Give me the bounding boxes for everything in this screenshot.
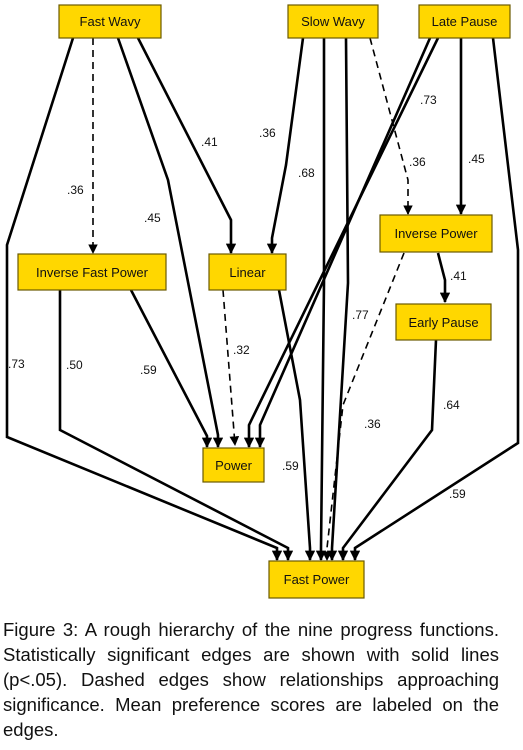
edges [5, 37, 520, 562]
edge-fast-wavy-to-fast-power [5, 37, 283, 562]
edge-label: .36 [409, 155, 426, 169]
node-early-pause: Early Pause [395, 303, 492, 341]
node-label: Fast Power [284, 572, 350, 587]
node-fast-wavy: Fast Wavy [58, 4, 162, 39]
edge-label: .64 [443, 398, 460, 412]
edge-late-pause-to-power-2 [254, 37, 432, 449]
node-label: Slow Wavy [301, 14, 365, 29]
edge-label: .45 [144, 211, 161, 225]
edge-late-pause-to-fast-power [349, 37, 520, 562]
edge-fast-wavy-to-linear [136, 37, 237, 255]
hierarchy-diagram: .73 .36 .45 .41 .36 .68 .77 .36 .73 .45 … [5, 4, 520, 599]
node-label: Inverse Power [394, 226, 478, 241]
node-inverse-fast-power: Inverse Fast Power [17, 253, 167, 291]
node-label: Linear [229, 265, 266, 280]
edge-label: .73 [420, 93, 437, 107]
edge-slow-wavy-to-linear [266, 37, 305, 255]
nodes: Fast Wavy Slow Wavy Late Pause Inverse P… [17, 4, 511, 599]
edge-slow-wavy-to-fast-power-77 [326, 37, 350, 562]
node-inverse-power: Inverse Power [379, 214, 493, 253]
edge-label: .36 [259, 126, 276, 140]
edge-early-pause-to-fast-power [337, 339, 438, 562]
edge-label: .59 [282, 459, 299, 473]
edge-inverse-fast-power-to-power [129, 289, 213, 449]
edge-label: .59 [140, 363, 157, 377]
edge-label: .32 [233, 343, 250, 357]
node-linear: Linear [208, 253, 287, 291]
edge-label: .36 [364, 417, 381, 431]
edge-labels: .73 .36 .45 .41 .36 .68 .77 .36 .73 .45 … [8, 93, 485, 501]
edge-label: .73 [8, 357, 25, 371]
edge-slow-wavy-to-fast-power-68 [315, 38, 327, 562]
edge-inverse-fast-power-to-fast-power [58, 290, 294, 562]
edge-label: .68 [298, 166, 315, 180]
edge-label: .59 [449, 487, 466, 501]
node-power: Power [202, 447, 265, 483]
edge-label: .41 [201, 135, 218, 149]
edge-late-pause-to-power [243, 37, 440, 449]
edge-fast-wavy-to-power [116, 37, 224, 449]
edge-inverse-power-to-fast-power [322, 252, 405, 561]
edge-label: .45 [468, 152, 485, 166]
edge-label: .36 [67, 183, 84, 197]
node-label: Power [215, 458, 253, 473]
edge-linear-to-fast-power [277, 289, 316, 562]
edge-label: .50 [66, 358, 83, 372]
node-label: Late Pause [432, 14, 498, 29]
edge-linear-to-power [222, 289, 240, 446]
node-label: Fast Wavy [80, 14, 141, 29]
edge-inverse-power-to-early-pause [436, 252, 451, 304]
edge-label: .77 [352, 308, 369, 322]
node-label: Early Pause [408, 315, 478, 330]
node-slow-wavy: Slow Wavy [287, 4, 379, 39]
figure-caption: Figure 3: A rough hierarchy of the nine … [3, 619, 499, 740]
node-fast-power: Fast Power [268, 560, 365, 599]
node-late-pause: Late Pause [418, 4, 511, 39]
edge-label: .41 [450, 269, 467, 283]
node-label: Inverse Fast Power [36, 265, 149, 280]
edge-slow-wavy-to-inverse-power [369, 37, 413, 215]
